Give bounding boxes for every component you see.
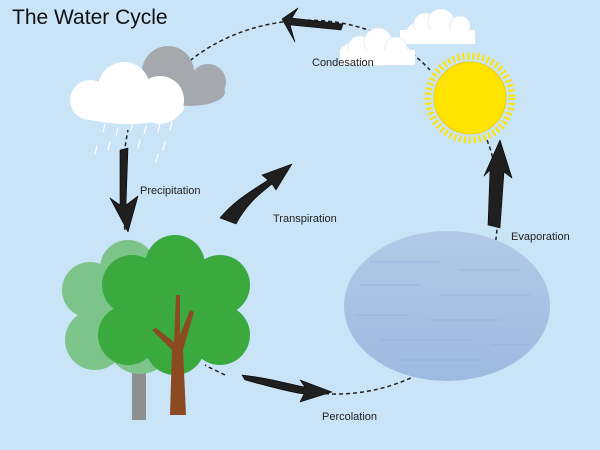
tree-icon — [98, 235, 250, 415]
condensation-label: Condesation — [312, 57, 374, 69]
precipitation-arrow — [109, 147, 139, 233]
transpiration-arrow — [219, 163, 293, 225]
cloud-icon — [339, 27, 415, 66]
transpiration-label: Transpiration — [273, 213, 337, 225]
cloud-icon — [400, 8, 475, 44]
precipitation-label: Precipitation — [140, 185, 201, 197]
evaporation-arrow — [483, 139, 513, 229]
percolation-arrow — [241, 374, 333, 403]
rain-drops — [94, 121, 173, 163]
percolation-label: Percolation — [322, 411, 378, 423]
sun-icon — [424, 52, 516, 144]
diagram-title: The Water Cycle — [12, 6, 168, 29]
rain-cloud-icon — [70, 46, 226, 124]
condensation-arrow — [281, 7, 344, 43]
lake-icon — [344, 231, 550, 381]
evaporation-label: Evaporation — [511, 231, 570, 243]
